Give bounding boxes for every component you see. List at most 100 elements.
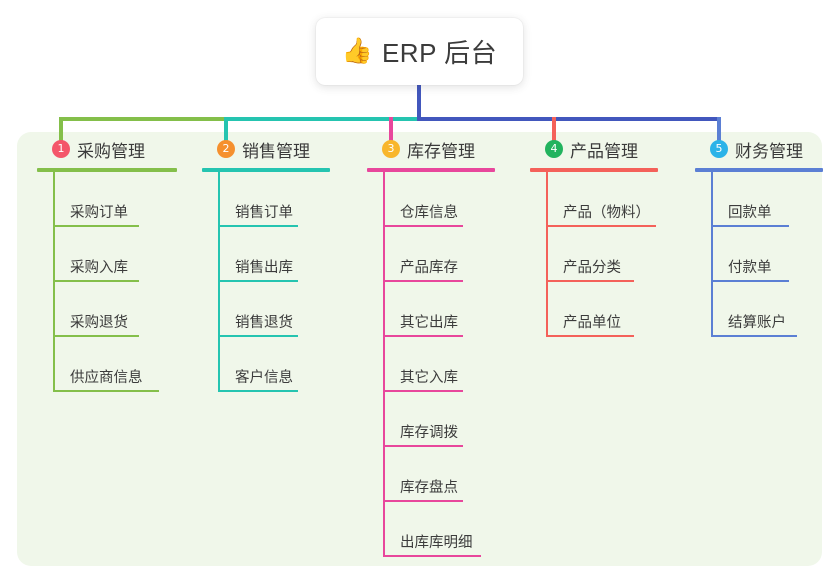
branch-spine-5 xyxy=(711,172,713,337)
branch-spine-1 xyxy=(53,172,55,392)
leaf-item-rule xyxy=(711,280,789,282)
leaf-item[interactable]: 销售退货 xyxy=(202,282,330,337)
leaf-item[interactable]: 其它入库 xyxy=(367,337,495,392)
branch-header-5[interactable]: 5 财务管理 xyxy=(695,132,823,166)
branch-rule-2 xyxy=(202,168,330,172)
leaf-item-label: 销售退货 xyxy=(235,315,293,331)
branch-rule-3 xyxy=(367,168,495,172)
leaf-item-label: 结算账户 xyxy=(728,315,786,331)
branch-badge-5: 5 xyxy=(710,140,728,158)
leaf-item-label: 采购订单 xyxy=(70,205,128,221)
branch-badge-2: 2 xyxy=(217,140,235,158)
branch-rule-5 xyxy=(695,168,823,172)
branch-header-1[interactable]: 1 采购管理 xyxy=(37,132,177,166)
leaf-item-rule xyxy=(546,335,634,337)
branch-rule-4 xyxy=(530,168,658,172)
leaf-item-label: 销售出库 xyxy=(235,260,293,276)
branch-badge-3: 3 xyxy=(382,140,400,158)
leaf-item-rule xyxy=(218,225,298,227)
branch-column-5: 5 财务管理回款单付款单结算账户 xyxy=(695,132,823,337)
leaf-item[interactable]: 仓库信息 xyxy=(367,172,495,227)
branch-header-2[interactable]: 2 销售管理 xyxy=(202,132,330,166)
leaf-item[interactable]: 库存盘点 xyxy=(367,447,495,502)
thumbs-up-icon: 👍 xyxy=(341,37,373,65)
branch-badge-1: 1 xyxy=(52,140,70,158)
leaf-item[interactable]: 其它出库 xyxy=(367,282,495,337)
leaf-item-label: 销售订单 xyxy=(235,205,293,221)
leaf-item-label: 库存盘点 xyxy=(400,480,458,496)
leaf-item-rule xyxy=(546,280,634,282)
branch-title-3: 库存管理 xyxy=(407,141,475,161)
leaf-item-rule xyxy=(383,335,463,337)
leaf-item-label: 客户信息 xyxy=(235,370,293,386)
leaf-item[interactable]: 库存调拨 xyxy=(367,392,495,447)
leaf-item-rule xyxy=(218,390,298,392)
leaf-item[interactable]: 出库库明细 xyxy=(367,502,495,557)
branch-badge-4: 4 xyxy=(545,140,563,158)
leaf-item-label: 其它出库 xyxy=(400,315,458,331)
leaf-item-label: 产品分类 xyxy=(563,260,621,276)
branch-title-4: 产品管理 xyxy=(570,141,638,161)
branch-items-3: 仓库信息产品库存其它出库其它入库库存调拨库存盘点出库库明细 xyxy=(367,172,495,557)
root-node-erp-backend[interactable]: 👍 ERP 后台 xyxy=(316,18,523,85)
branch-items-5: 回款单付款单结算账户 xyxy=(695,172,823,337)
leaf-item-label: 库存调拨 xyxy=(400,425,458,441)
leaf-item[interactable]: 产品库存 xyxy=(367,227,495,282)
diagram-panel xyxy=(17,132,822,566)
leaf-item[interactable]: 产品（物料） xyxy=(530,172,658,227)
leaf-item-label: 付款单 xyxy=(728,260,772,276)
leaf-item-label: 产品库存 xyxy=(400,260,458,276)
leaf-item-label: 产品（物料） xyxy=(563,205,650,221)
leaf-item-rule xyxy=(53,390,159,392)
branch-title-5: 财务管理 xyxy=(735,141,803,161)
branch-column-1: 1 采购管理采购订单采购入库采购退货供应商信息 xyxy=(37,132,177,392)
leaf-item[interactable]: 回款单 xyxy=(695,172,823,227)
branch-column-4: 4 产品管理产品（物料） 产品分类产品单位 xyxy=(530,132,658,337)
leaf-item[interactable]: 付款单 xyxy=(695,227,823,282)
leaf-item-rule xyxy=(711,335,797,337)
leaf-item-rule xyxy=(383,445,463,447)
leaf-item-rule xyxy=(383,555,481,557)
leaf-item-label: 其它入库 xyxy=(400,370,458,386)
branch-items-1: 采购订单采购入库采购退货供应商信息 xyxy=(37,172,177,392)
leaf-item[interactable]: 产品单位 xyxy=(530,282,658,337)
leaf-item[interactable]: 产品分类 xyxy=(530,227,658,282)
leaf-item-label: 供应商信息 xyxy=(70,370,143,386)
leaf-item-rule xyxy=(383,225,463,227)
branch-column-2: 2 销售管理销售订单销售出库销售退货客户信息 xyxy=(202,132,330,392)
leaf-item-label: 出库库明细 xyxy=(400,535,473,551)
leaf-item-rule xyxy=(53,335,139,337)
branch-columns: 1 采购管理采购订单采购入库采购退货供应商信息 2 销售管理销售订单销售出库销售退货客… xyxy=(17,132,823,566)
branch-header-4[interactable]: 4 产品管理 xyxy=(530,132,658,166)
leaf-item-rule xyxy=(53,280,139,282)
branch-rule-1 xyxy=(37,168,177,172)
leaf-item-label: 采购入库 xyxy=(70,260,128,276)
leaf-item-rule xyxy=(218,335,298,337)
leaf-item[interactable]: 采购订单 xyxy=(37,172,177,227)
leaf-item-label: 回款单 xyxy=(728,205,772,221)
branch-title-1: 采购管理 xyxy=(77,141,145,161)
leaf-item-rule xyxy=(383,500,463,502)
leaf-item[interactable]: 供应商信息 xyxy=(37,337,177,392)
branch-column-3: 3 库存管理仓库信息产品库存其它出库其它入库库存调拨库存盘点出库库明细 xyxy=(367,132,495,557)
branch-title-2: 销售管理 xyxy=(242,141,310,161)
leaf-item-rule xyxy=(383,280,463,282)
branch-spine-2 xyxy=(218,172,220,392)
leaf-item-rule xyxy=(546,225,656,227)
leaf-item[interactable]: 客户信息 xyxy=(202,337,330,392)
leaf-item[interactable]: 结算账户 xyxy=(695,282,823,337)
leaf-item-label: 产品单位 xyxy=(563,315,621,331)
leaf-item[interactable]: 销售出库 xyxy=(202,227,330,282)
leaf-item-rule xyxy=(53,225,139,227)
leaf-item[interactable]: 采购退货 xyxy=(37,282,177,337)
branch-items-2: 销售订单销售出库销售退货客户信息 xyxy=(202,172,330,392)
branch-spine-4 xyxy=(546,172,548,337)
leaf-item-label: 仓库信息 xyxy=(400,205,458,221)
leaf-item-rule xyxy=(218,280,298,282)
branch-items-4: 产品（物料） 产品分类产品单位 xyxy=(530,172,658,337)
branch-spine-3 xyxy=(383,172,385,557)
branch-header-3[interactable]: 3 库存管理 xyxy=(367,132,495,166)
leaf-item[interactable]: 销售订单 xyxy=(202,172,330,227)
leaf-item[interactable]: 采购入库 xyxy=(37,227,177,282)
leaf-item-rule xyxy=(711,225,789,227)
